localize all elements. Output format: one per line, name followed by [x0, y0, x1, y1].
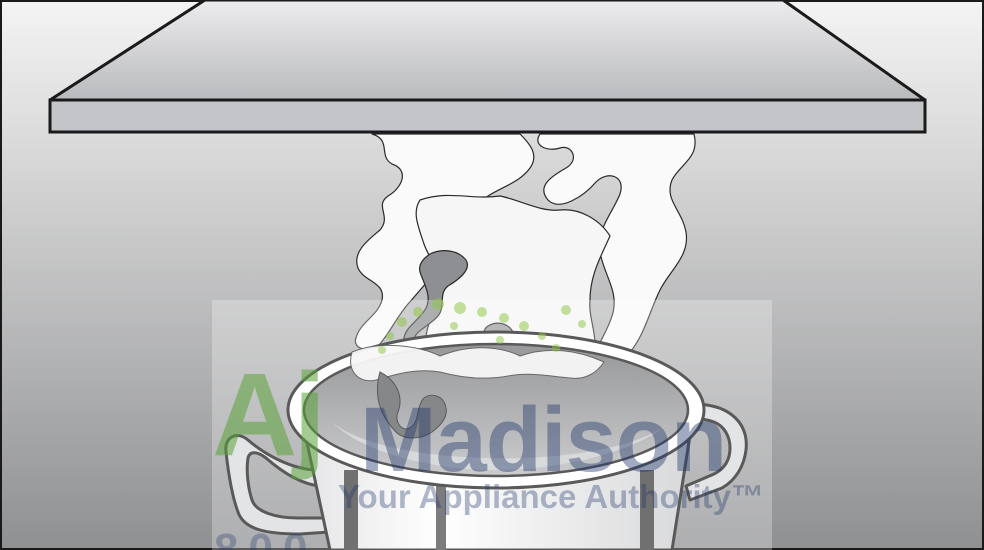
watermark-panel: [212, 300, 772, 550]
range-hood: [50, 0, 925, 132]
range-hood-top-surface: [50, 0, 925, 100]
watermark: [212, 298, 772, 550]
range-hood-front-edge: [50, 100, 925, 132]
